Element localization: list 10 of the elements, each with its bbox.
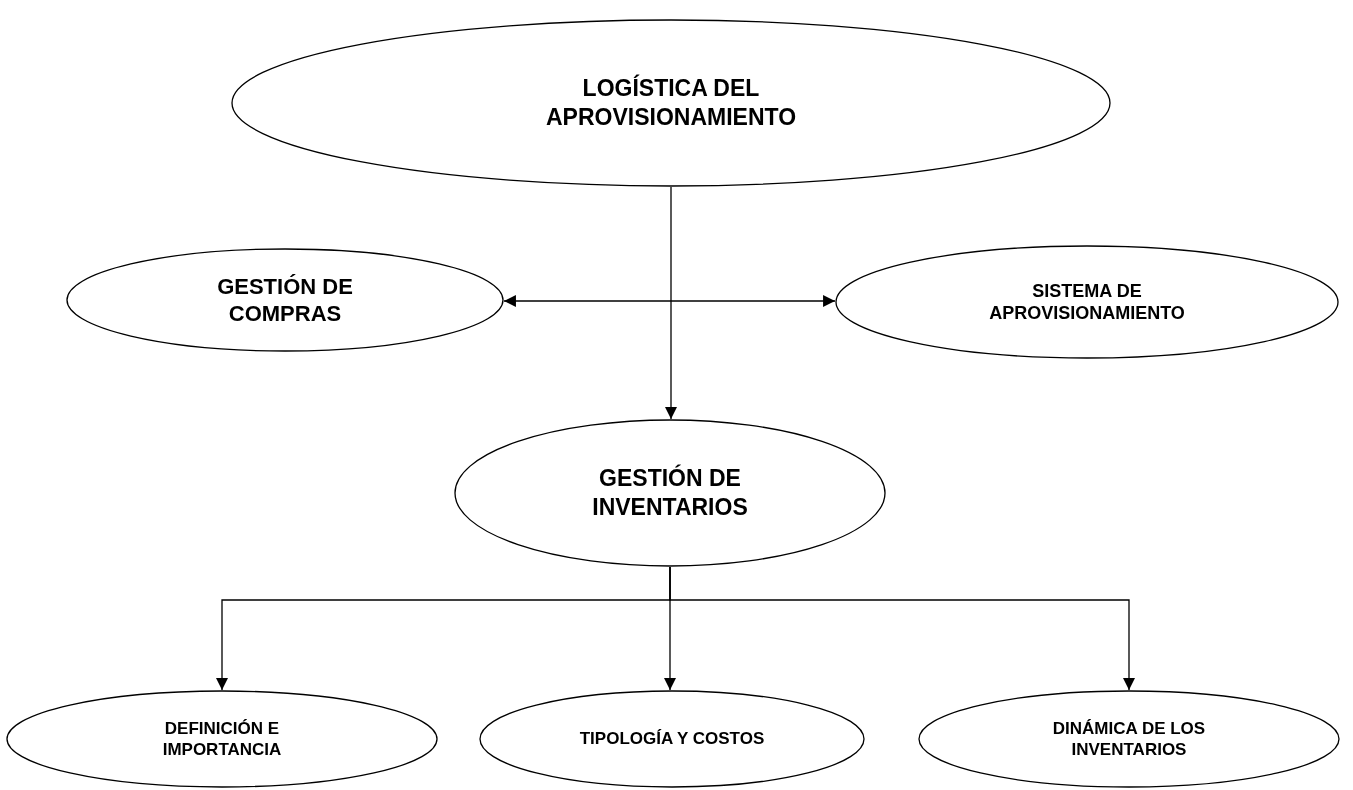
arrow [669,566,1135,691]
topic-label: SISTEMA DE APROVISIONAMIENTO [988,279,1186,325]
topic-label: LOGÍSTICA DEL APROVISIONAMIENTO [544,74,797,132]
topic-label: DEFINICIÓN E IMPORTANCIA [161,717,283,761]
topic-label: GESTIÓN DE COMPRAS [216,272,354,328]
topic-label: GESTIÓN DE INVENTARIOS [591,464,749,522]
topic-label: DINÁMICA DE LOS INVENTARIOS [1051,717,1207,761]
arrow [665,186,677,420]
arrow [503,295,836,307]
topic-label: TIPOLOGÍA Y COSTOS [579,728,765,750]
